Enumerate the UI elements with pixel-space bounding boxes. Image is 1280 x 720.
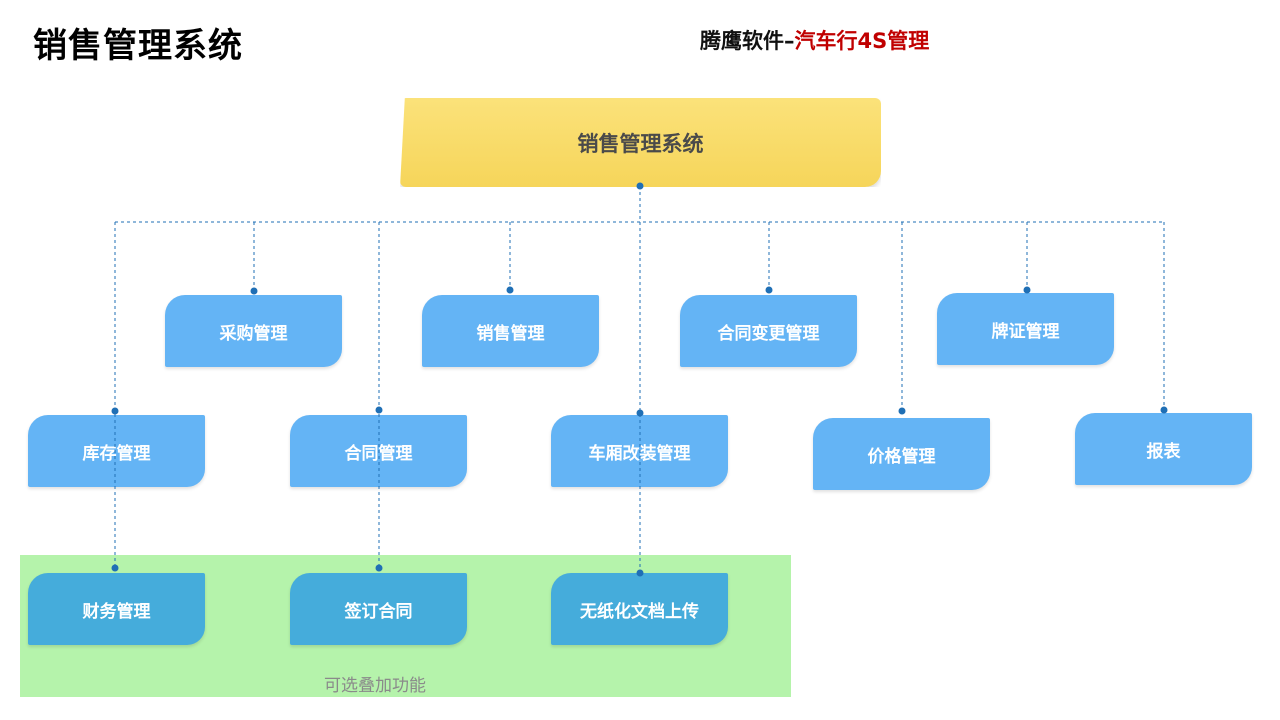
node-label: 采购管理 [219, 323, 288, 344]
node-label: 报表 [1146, 441, 1181, 462]
node-label: 牌证管理 [991, 321, 1060, 342]
connector-dot [375, 406, 383, 414]
node-sign-contract[interactable]: 签订合同 [290, 573, 467, 645]
node-label: 车厢改装管理 [588, 443, 691, 464]
node-finance[interactable]: 财务管理 [28, 573, 205, 645]
node-reports[interactable]: 报表 [1075, 413, 1252, 485]
node-label: 销售管理 [476, 323, 545, 344]
connector-dot [898, 407, 906, 415]
node-contract[interactable]: 合同管理 [290, 415, 467, 487]
optional-features-label: 可选叠加功能 [324, 676, 426, 696]
node-label: 合同变更管理 [717, 323, 820, 344]
connector-dot [250, 287, 258, 295]
node-inventory[interactable]: 库存管理 [28, 415, 205, 487]
page-title: 销售管理系统 [33, 26, 243, 66]
node-contract-change[interactable]: 合同变更管理 [680, 295, 857, 367]
connector-dot [506, 286, 514, 294]
node-body-modification[interactable]: 车厢改装管理 [551, 415, 728, 487]
brand-text: 腾鹰软件–汽车行4S管理 [700, 25, 929, 55]
node-sales[interactable]: 销售管理 [422, 295, 599, 367]
node-paperless-upload[interactable]: 无纸化文档上传 [551, 573, 728, 645]
node-label: 库存管理 [82, 443, 151, 464]
connector-dot [111, 407, 119, 415]
node-label: 签订合同 [344, 601, 413, 622]
node-label: 财务管理 [82, 601, 151, 622]
connector-dot [765, 286, 773, 294]
node-pricing[interactable]: 价格管理 [813, 418, 990, 490]
node-label: 合同管理 [344, 443, 413, 464]
node-procurement[interactable]: 采购管理 [165, 295, 342, 367]
brand-accent: 汽车行4S管理 [794, 29, 930, 53]
node-label: 无纸化文档上传 [580, 601, 699, 622]
root-node-label: 销售管理系统 [577, 131, 704, 156]
root-node[interactable]: 销售管理系统 [400, 98, 881, 187]
node-license[interactable]: 牌证管理 [937, 293, 1114, 365]
brand-prefix: 腾鹰软件– [700, 29, 795, 53]
node-label: 价格管理 [867, 446, 936, 467]
